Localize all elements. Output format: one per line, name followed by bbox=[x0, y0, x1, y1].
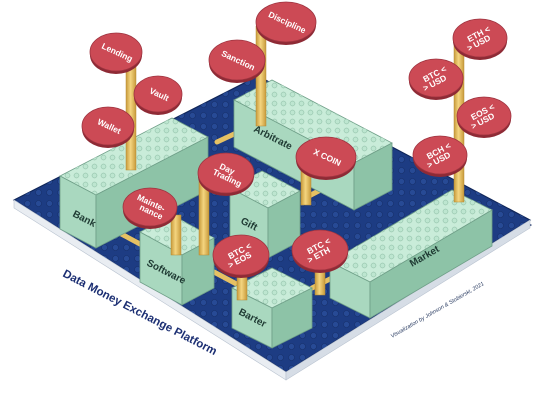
arbitrate-brick[interactable] bbox=[233, 79, 393, 211]
xcoin-disc-top bbox=[295, 136, 357, 178]
btc-eth-disc[interactable]: BTC <> ETH bbox=[291, 229, 349, 273]
day-trading-disc-top bbox=[197, 152, 255, 194]
discipline-disc[interactable]: Discipline bbox=[255, 1, 317, 45]
sanction-disc-top bbox=[208, 39, 266, 81]
barter-brick[interactable] bbox=[231, 267, 313, 349]
bch-usd-disc[interactable]: BCH <> USD bbox=[412, 135, 468, 177]
lending-disc-top bbox=[89, 32, 143, 72]
wallet-disc[interactable]: Wallet bbox=[81, 106, 135, 148]
btc-usd-disc-top bbox=[408, 58, 464, 98]
eth-usd-disc-top bbox=[452, 18, 508, 58]
gift-brick[interactable] bbox=[229, 170, 301, 259]
lending-disc[interactable]: Lending bbox=[89, 32, 143, 74]
btc-eos-disc-top bbox=[212, 234, 270, 276]
maintenance-disc-top bbox=[122, 187, 178, 227]
sanction-disc[interactable]: Sanction bbox=[208, 39, 266, 83]
market-brick[interactable] bbox=[329, 189, 493, 319]
xcoin-disc[interactable]: X COIN bbox=[295, 136, 357, 180]
wallet-disc-top bbox=[81, 106, 135, 146]
eos-usd-disc[interactable]: EOS <> USD bbox=[456, 96, 512, 138]
vault-disc-top bbox=[133, 75, 183, 113]
bch-usd-disc-top bbox=[412, 135, 468, 175]
btc-usd-disc[interactable]: BTC <> USD bbox=[408, 58, 464, 100]
eos-usd-disc-top bbox=[456, 96, 512, 136]
eth-usd-disc[interactable]: ETH <> USD bbox=[452, 18, 508, 60]
vault-disc[interactable]: Vault bbox=[133, 75, 183, 115]
btc-eth-disc-top bbox=[291, 229, 349, 271]
discipline-disc-top bbox=[255, 1, 317, 43]
btc-eos-disc[interactable]: BTC <> EOS bbox=[212, 234, 270, 278]
maintenance-disc[interactable]: Mainte-nance bbox=[122, 187, 178, 229]
